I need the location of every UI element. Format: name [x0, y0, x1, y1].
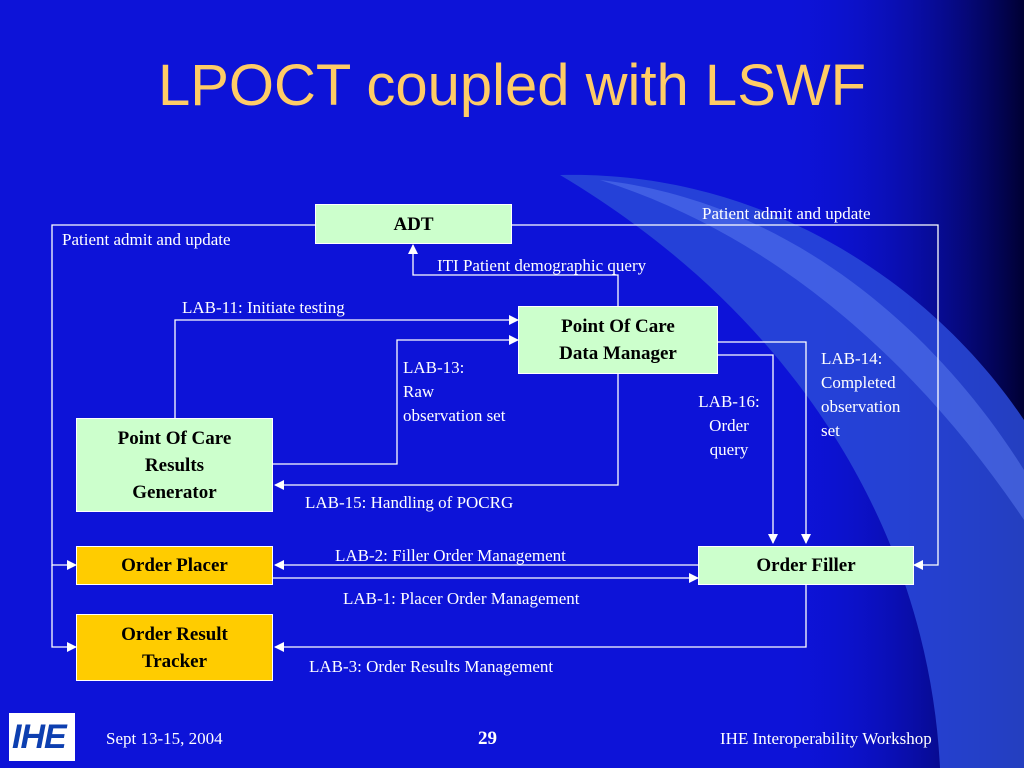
ihe-logo-text: IHE [12, 718, 67, 756]
footer-page-number: 29 [478, 728, 497, 749]
ort-line-2: Tracker [141, 650, 208, 672]
line-admit-left-tracker [51, 565, 77, 652]
label-lab3: LAB-3: Order Results Management [309, 657, 554, 676]
pocdm-line-1: Point Of Care [561, 316, 675, 337]
line-lab13 [273, 335, 519, 465]
ort-line-1: Order Result [121, 623, 228, 645]
line-admit-left-placer [51, 224, 315, 570]
pocdm-box: Point Of Care Data Manager [518, 306, 718, 374]
line-lab11 [174, 315, 519, 418]
label-lab15: LAB-15: Handling of POCRG [305, 493, 514, 512]
slide-title: LPOCT coupled with LSWF [157, 53, 867, 118]
pocdm-line-2: Data Manager [559, 343, 677, 364]
ihe-logo: IHE [9, 713, 75, 761]
pocrg-line-3: Generator [132, 481, 217, 503]
label-iti: ITI Patient demographic query [437, 256, 647, 275]
line-lab15 [274, 374, 619, 490]
order-filler-box: Order Filler [698, 546, 914, 585]
line-lab14 [718, 341, 811, 544]
label-admit-left: Patient admit and update [62, 230, 231, 249]
footer-event: IHE Interoperability Workshop [720, 729, 932, 748]
label-lab2: LAB-2: Filler Order Management [335, 546, 566, 565]
footer-date: Sept 13-15, 2004 [106, 729, 223, 748]
pocrg-line-1: Point Of Care [117, 427, 232, 449]
order-result-tracker-box: Order Result Tracker [76, 614, 273, 681]
label-lab16: LAB-16: Order query [698, 392, 760, 459]
pocrg-line-2: Results [144, 454, 205, 476]
line-lab3 [274, 585, 807, 652]
label-lab13: LAB-13: Raw observation set [403, 358, 506, 425]
label-lab1: LAB-1: Placer Order Management [343, 589, 580, 608]
label-lab11: LAB-11: Initiate testing [182, 298, 345, 317]
adt-box: ADT [315, 204, 512, 244]
pocrg-box: Point Of Care Results Generator [76, 418, 273, 512]
order-placer-box: Order Placer [76, 546, 273, 585]
label-lab14: LAB-14: Completed observation set [821, 349, 901, 440]
line-iti-query [408, 244, 619, 306]
label-admit-right: Patient admit and update [702, 204, 871, 223]
line-admit-right [512, 224, 939, 570]
line-lab16 [718, 354, 778, 544]
